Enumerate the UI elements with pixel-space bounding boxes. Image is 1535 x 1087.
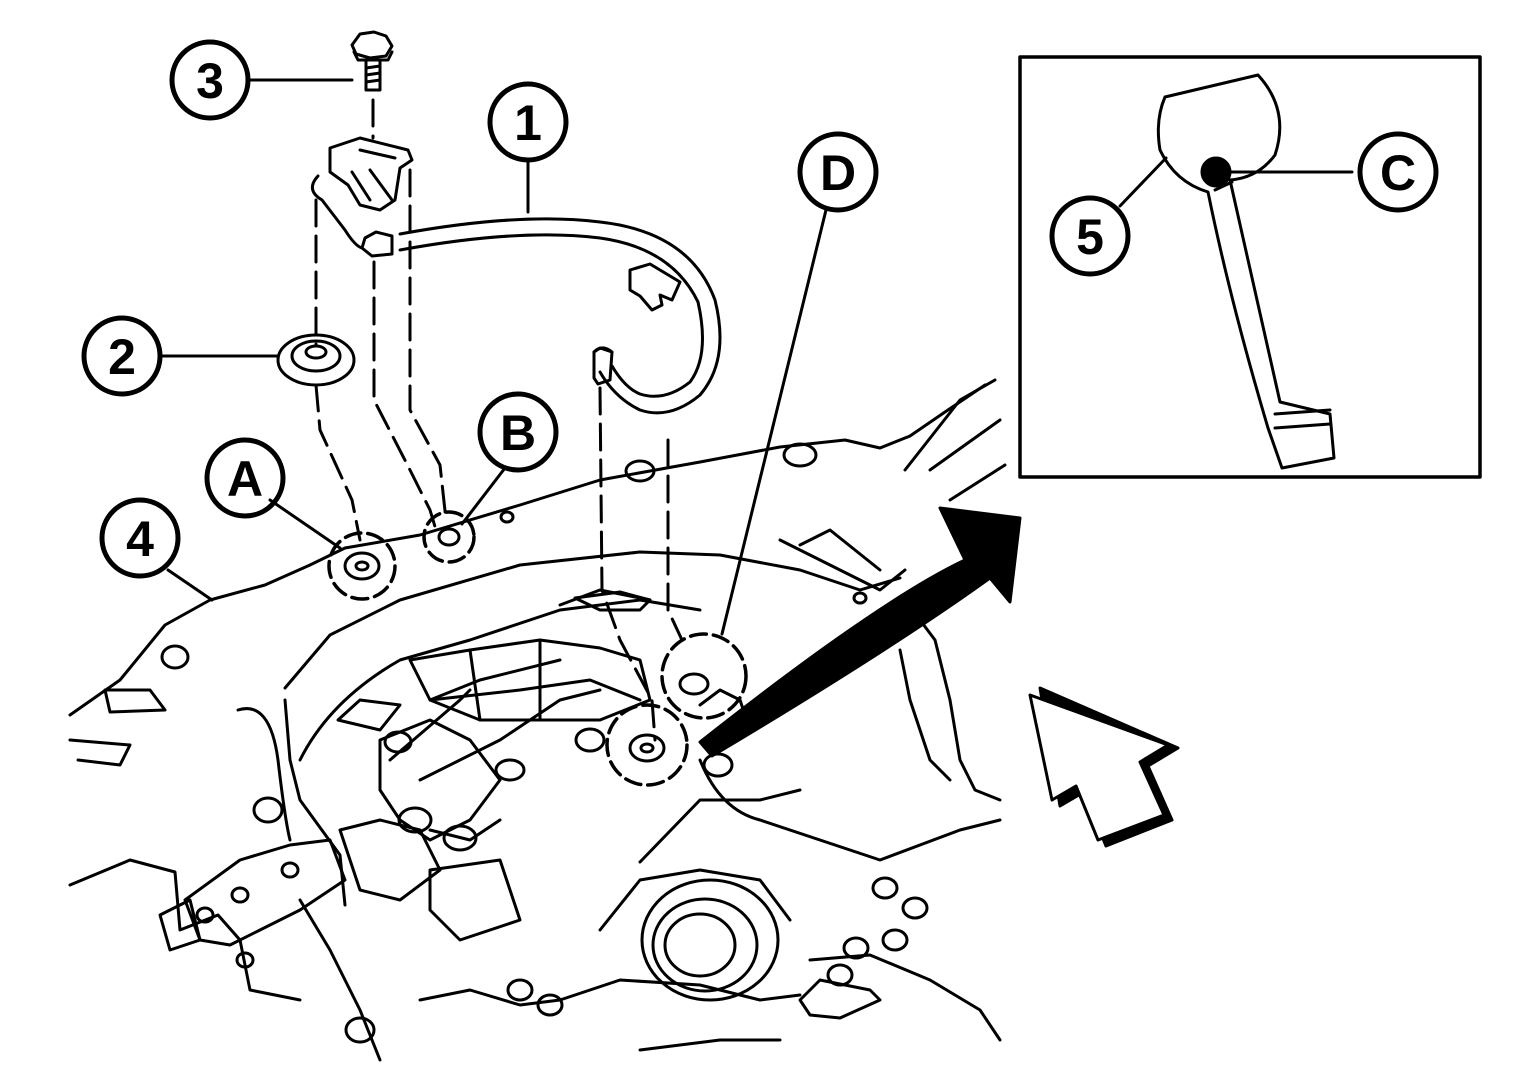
callout-d: D — [820, 145, 856, 201]
callout-c: C — [1380, 145, 1416, 201]
callout-5: 5 — [1076, 209, 1104, 265]
callout-2: 2 — [108, 329, 136, 385]
alignment-lines — [314, 98, 684, 742]
callout-labels: 3 1 2 4 A B D 5 C — [108, 53, 1416, 567]
differential-carrier — [68, 378, 1007, 1062]
leader-4 — [166, 568, 214, 602]
callout-3: 3 — [196, 53, 224, 109]
location-circles — [327, 510, 748, 787]
leader-lines — [158, 78, 1354, 636]
detail-arrow — [698, 506, 1022, 758]
location-a-circle — [327, 531, 397, 601]
callout-4: 4 — [126, 511, 154, 567]
mark-c — [1200, 156, 1232, 188]
front-arrow-icon — [1028, 686, 1180, 848]
callout-1: 1 — [514, 95, 542, 151]
location-b-circle — [422, 510, 476, 564]
breather-hose — [310, 136, 722, 415]
leader-5 — [1118, 156, 1168, 208]
mounting-holes — [343, 527, 710, 763]
leader-b — [460, 466, 507, 526]
location-lower-circle — [605, 703, 689, 787]
callout-circles — [81, 39, 1439, 579]
callout-a: A — [227, 451, 263, 507]
breather-tube-outline — [1156, 73, 1336, 470]
location-d-circle — [660, 632, 748, 720]
leader-d — [720, 208, 828, 636]
callout-b: B — [500, 405, 536, 461]
bolt — [350, 30, 394, 92]
detail-inset — [1018, 55, 1482, 479]
leader-a — [268, 498, 342, 550]
